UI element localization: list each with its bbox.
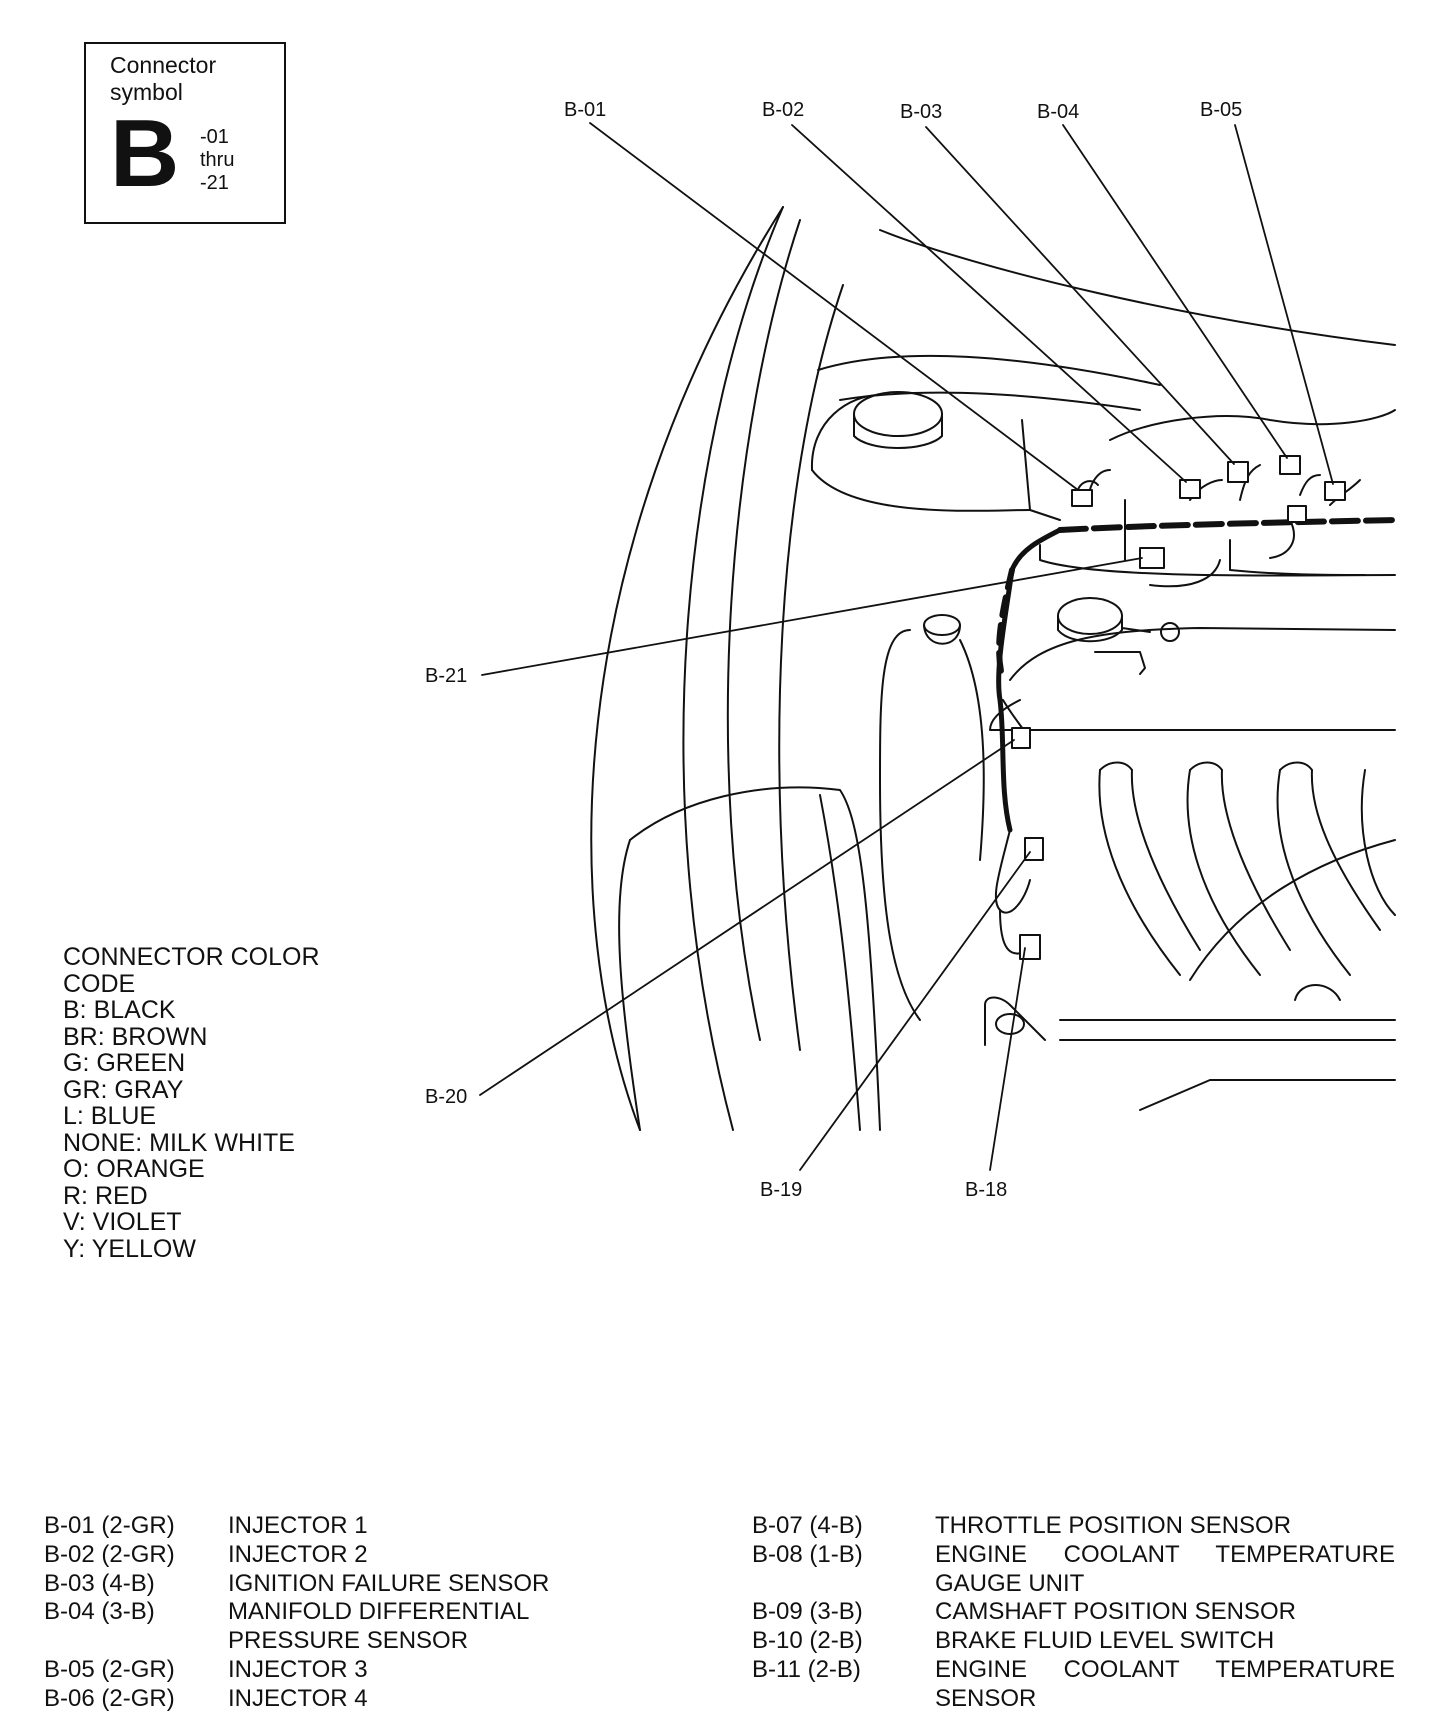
washer-tank — [879, 614, 985, 1021]
headlight-housing — [618, 786, 881, 1131]
connector-caption-line2: symbol — [110, 79, 183, 105]
legend-row: B-06 (2-GR) INJECTOR 4 — [44, 1685, 628, 1714]
legend-row: B-08 (1-B) ENGINE COOLANT TEMPERATURE GA… — [752, 1541, 1395, 1599]
engine-block — [989, 409, 1396, 1111]
color-code-entry: Y: YELLOW — [63, 1234, 196, 1263]
legend-desc-line1: ENGINE COOLANT TEMPERATURE — [935, 1655, 1395, 1683]
connector-symbol-range: -01 thru -21 — [200, 126, 234, 195]
connector-symbol-letter: B — [110, 100, 180, 207]
legend-row: B-02 (2-GR) INJECTOR 2 — [44, 1541, 628, 1570]
legend-row: B-07 (4-B) THROTTLE POSITION SENSOR — [752, 1512, 1395, 1541]
legend-desc: CAMSHAFT POSITION SENSOR — [935, 1598, 1296, 1626]
legend-desc: THROTTLE POSITION SENSOR — [935, 1512, 1292, 1539]
legend-code: B-08 (1-B) — [752, 1540, 863, 1568]
legend-row: B-01 (2-GR) INJECTOR 1 — [44, 1512, 628, 1541]
legend-desc: INJECTOR 2 — [228, 1540, 368, 1568]
mount-boss — [984, 996, 1046, 1046]
leader-lines — [479, 122, 1334, 1171]
connector-range-line1: -01 — [200, 126, 229, 148]
legend-code: B-11 (2-B) — [752, 1655, 861, 1683]
connector-b21 — [1139, 547, 1165, 569]
connector-symbol-box: Connector symbol B -01 thru -21 — [84, 42, 286, 224]
reservoir-cap — [810, 391, 1061, 521]
connector-range-line2: thru — [200, 149, 235, 171]
legend-desc: ENGINE COOLANT TEMPERATURE SENSOR — [935, 1656, 1395, 1714]
callout-b04: B-04 — [1037, 101, 1079, 123]
connector-legend-right: B-07 (4-B) THROTTLE POSITION SENSOR B-08… — [752, 1512, 1395, 1714]
legend-code: B-06 (2-GR) — [44, 1684, 175, 1712]
legend-desc: INJECTOR 3 — [228, 1655, 368, 1683]
legend-desc-line1: MANIFOLD DIFFERENTIAL — [228, 1598, 530, 1626]
connector-b19 — [1024, 837, 1044, 861]
color-code-entry: L: BLUE — [63, 1102, 157, 1130]
legend-desc: ENGINE COOLANT TEMPERATURE GAUGE UNIT — [935, 1541, 1395, 1599]
legend-desc-line2: GAUGE UNIT — [935, 1569, 1085, 1597]
connector-legend-left: B-01 (2-GR) INJECTOR 1 B-02 (2-GR) INJEC… — [44, 1512, 628, 1714]
legend-code: B-10 (2-B) — [752, 1627, 863, 1655]
callout-b02: B-02 — [762, 99, 804, 121]
legend-row: B-05 (2-GR) INJECTOR 3 — [44, 1656, 628, 1685]
color-code-entry: BR: BROWN — [63, 1022, 208, 1051]
color-code-entry: R: RED — [63, 1181, 148, 1210]
legend-desc-line2: PRESSURE SENSOR — [228, 1627, 469, 1655]
connector-glyphs — [1011, 455, 1346, 960]
color-code-title-line1: CONNECTOR COLOR — [63, 943, 320, 971]
legend-row: B-03 (4-B) IGNITION FAILURE SENSOR — [44, 1570, 628, 1599]
connector-b01 — [1071, 489, 1093, 507]
color-code-entry: GR: GRAY — [63, 1075, 184, 1104]
legend-desc: INJECTOR 1 — [228, 1512, 368, 1539]
callout-b03: B-03 — [900, 101, 942, 123]
legend-code: B-01 (2-GR) — [44, 1512, 175, 1539]
connector-range-line3: -21 — [200, 172, 229, 194]
legend-desc-line1: ENGINE COOLANT TEMPERATURE — [935, 1540, 1395, 1568]
color-code-entry: V: VIOLET — [63, 1208, 182, 1236]
color-code-entry: G: GREEN — [63, 1049, 186, 1077]
callout-b18: B-18 — [965, 1179, 1007, 1201]
color-code-title-line2: CODE — [63, 969, 136, 998]
connector-color-code: CONNECTOR COLOR CODE B: BLACK BR: BROWN … — [63, 944, 320, 1262]
callout-b19: B-19 — [760, 1179, 802, 1201]
connector-b08 — [1287, 505, 1307, 523]
callout-b21: B-21 — [425, 665, 467, 687]
wiring-harness — [994, 464, 1398, 955]
color-code-entry: O: ORANGE — [63, 1155, 205, 1183]
legend-desc: BRAKE FLUID LEVEL SWITCH — [935, 1627, 1275, 1655]
legend-row: B-04 (3-B) MANIFOLD DIFFERENTIAL PRESSUR… — [44, 1598, 628, 1656]
connector-b03 — [1227, 461, 1249, 483]
body-outline — [590, 206, 1396, 1131]
legend-code: B-07 (4-B) — [752, 1512, 863, 1539]
connector-b05 — [1324, 481, 1346, 501]
callout-b20: B-20 — [425, 1086, 467, 1108]
color-code-entry: B: BLACK — [63, 996, 176, 1024]
connector-b02 — [1179, 479, 1201, 499]
legend-code: B-05 (2-GR) — [44, 1655, 175, 1683]
legend-code: B-03 (4-B) — [44, 1569, 155, 1597]
legend-desc: IGNITION FAILURE SENSOR — [228, 1569, 550, 1597]
legend-code: B-04 (3-B) — [44, 1598, 155, 1626]
legend-code: B-09 (3-B) — [752, 1598, 863, 1626]
connector-b20 — [1011, 727, 1031, 749]
legend-code: B-02 (2-GR) — [44, 1540, 175, 1568]
connector-caption-line1: Connector — [110, 52, 217, 78]
legend-desc: MANIFOLD DIFFERENTIAL PRESSURE SENSOR — [228, 1598, 628, 1656]
legend-desc-line2: SENSOR — [935, 1684, 1037, 1712]
callout-b01: B-01 — [564, 99, 606, 121]
callout-b05: B-05 — [1200, 99, 1242, 121]
legend-desc: INJECTOR 4 — [228, 1684, 368, 1712]
connector-symbol-caption: Connector symbol — [110, 52, 216, 106]
color-code-entry: NONE: MILK WHITE — [63, 1128, 295, 1157]
legend-row: B-11 (2-B) ENGINE COOLANT TEMPERATURE SE… — [752, 1656, 1395, 1714]
legend-row: B-10 (2-B) BRAKE FLUID LEVEL SWITCH — [752, 1627, 1395, 1656]
sensor-ring — [1057, 597, 1180, 675]
legend-row: B-09 (3-B) CAMSHAFT POSITION SENSOR — [752, 1598, 1395, 1627]
connector-b04 — [1279, 455, 1301, 475]
